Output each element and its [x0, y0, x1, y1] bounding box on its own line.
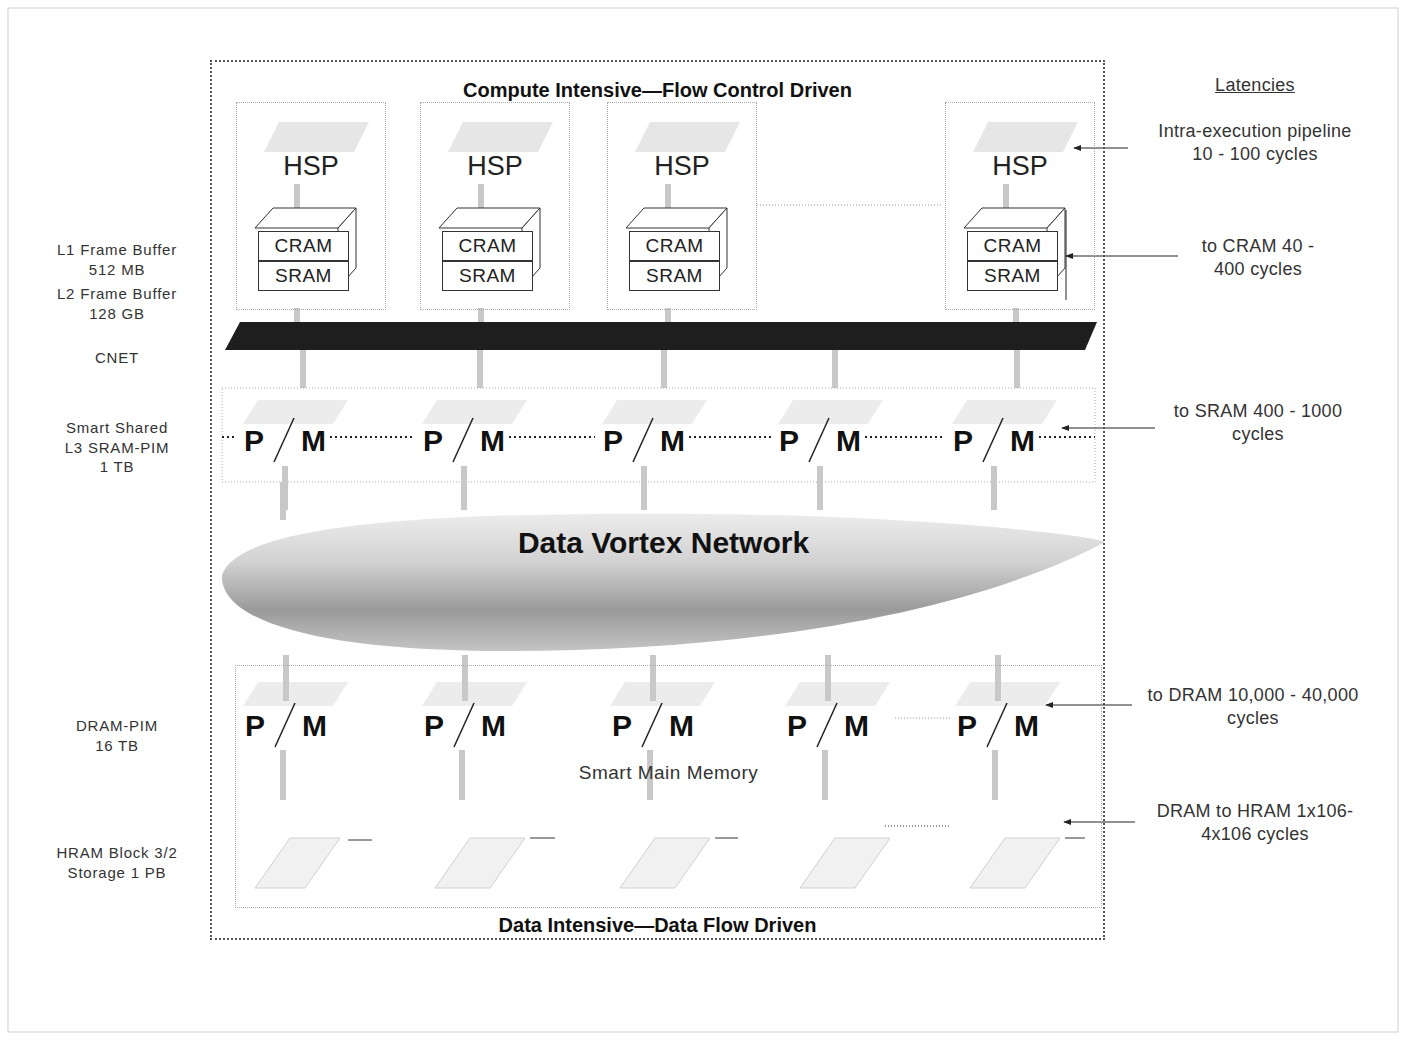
processor-letter: P: [424, 709, 444, 743]
processor-letter: P: [779, 424, 799, 458]
node-label: Data Intensive—Data Flow Driven: [212, 914, 1103, 937]
cube-faces: [255, 208, 1065, 288]
memory-letter: M: [660, 424, 685, 458]
pim-node: PM: [419, 416, 509, 466]
processor-letter: P: [612, 709, 632, 743]
link-bar: [825, 655, 831, 701]
processor-letter: P: [957, 709, 977, 743]
memory-box: SRAM: [258, 261, 349, 291]
memory-letter: M: [669, 709, 694, 743]
memory-box: SRAM: [629, 261, 720, 291]
ellipsis-line: [895, 718, 950, 719]
pim-node: PM: [783, 701, 873, 751]
latency-note: DRAM to HRAM 1x106-4x106 cycles: [1140, 800, 1370, 847]
link-bar: [991, 466, 997, 510]
level-label: DRAM-PIM 16 TB: [67, 716, 167, 755]
level-label: HRAM Block 3/2 Storage 1 PB: [47, 843, 187, 882]
memory-letter: M: [1010, 424, 1035, 458]
memory-letter: M: [481, 709, 506, 743]
hsp-planes: [264, 122, 1078, 152]
link-bar: [282, 466, 288, 510]
memory-box: SRAM: [442, 261, 533, 291]
system-region: Compute Intensive—Flow Control DrivenDat…: [210, 60, 1105, 940]
latency-note: to CRAM 40 - 400 cycles: [1193, 235, 1323, 282]
l3-region: [222, 388, 1095, 482]
level-label: CNET: [67, 348, 167, 368]
pim-node: PM: [953, 701, 1043, 751]
network-band: Data Vortex Network: [220, 510, 1107, 655]
node-label: SRAM: [630, 265, 719, 287]
latency-leaders: [1046, 148, 1178, 822]
processor-letter: P: [423, 424, 443, 458]
hsp-stubs: [283, 184, 1017, 800]
memory-box: CRAM: [629, 231, 720, 261]
ellipsis-line: [757, 205, 943, 206]
memory-box: SRAM: [967, 261, 1058, 291]
node-label: HSP: [421, 151, 569, 182]
link-bar: [462, 655, 468, 701]
node-label: HSP: [608, 151, 756, 182]
latency-note: to SRAM 400 - 1000 cycles: [1163, 400, 1353, 447]
level-label: L2 Frame Buffer 128 GB: [52, 284, 182, 323]
hram-planes: [255, 838, 1060, 888]
memory-letter: M: [302, 709, 327, 743]
cram-bracket: [1066, 210, 1067, 300]
memory-letter: M: [301, 424, 326, 458]
node-label: SRAM: [968, 265, 1057, 287]
level-label: L1 Frame Buffer 512 MB: [52, 240, 182, 279]
node-label: CRAM: [443, 235, 532, 257]
node-label: CRAM: [259, 235, 348, 257]
page-frame: [8, 8, 1398, 1032]
pim-node: PM: [608, 701, 698, 751]
pim-node: PM: [775, 416, 865, 466]
link-bar: [283, 655, 289, 701]
memory-box: CRAM: [258, 231, 349, 261]
hram-ticks: [348, 826, 1085, 840]
link-bar: [650, 655, 656, 701]
cnet-bar: [225, 322, 1097, 350]
processor-box: HSP CRAM SRAM: [945, 102, 1095, 310]
processor-box: HSP CRAM SRAM: [607, 102, 757, 310]
link-bar: [817, 466, 823, 510]
node-label: CRAM: [968, 235, 1057, 257]
pim-node: PM: [240, 416, 330, 466]
node-label: SRAM: [443, 265, 532, 287]
node-label: SRAM: [259, 265, 348, 287]
processor-letter: P: [245, 709, 265, 743]
memory-letter: M: [1014, 709, 1039, 743]
memory-region: Smart Main MemoryPMPMPMPMPM: [235, 665, 1102, 908]
node-label: Compute Intensive—Flow Control Driven: [212, 79, 1103, 102]
pim-node: PM: [949, 416, 1039, 466]
processor-box: HSP CRAM SRAM: [420, 102, 570, 310]
level-label: Smart Shared L3 SRAM-PIM 1 TB: [58, 418, 176, 477]
memory-letter: M: [844, 709, 869, 743]
latency-note: Latencies: [1195, 74, 1315, 97]
node-label: HSP: [237, 151, 385, 182]
pim-node: PM: [599, 416, 689, 466]
latency-note: to DRAM 10,000 - 40,000 cycles: [1138, 684, 1368, 731]
processor-letter: P: [603, 424, 623, 458]
memory-letter: M: [836, 424, 861, 458]
node-label: CRAM: [630, 235, 719, 257]
memory-box: CRAM: [442, 231, 533, 261]
latency-note: Intra-execution pipeline 10 - 100 cycles: [1148, 120, 1363, 167]
memory-letter: M: [480, 424, 505, 458]
node-label: Smart Main Memory: [236, 762, 1101, 784]
processor-letter: P: [953, 424, 973, 458]
link-bar: [461, 466, 467, 510]
processor-letter: P: [787, 709, 807, 743]
pim-node: PM: [420, 701, 510, 751]
node-label: Data Vortex Network: [220, 526, 1107, 560]
link-bar: [641, 466, 647, 510]
memory-box: CRAM: [967, 231, 1058, 261]
processor-box: HSP CRAM SRAM: [236, 102, 386, 310]
link-bar: [995, 655, 1001, 701]
node-label: HSP: [946, 151, 1094, 182]
processor-letter: P: [244, 424, 264, 458]
pim-node: PM: [241, 701, 331, 751]
